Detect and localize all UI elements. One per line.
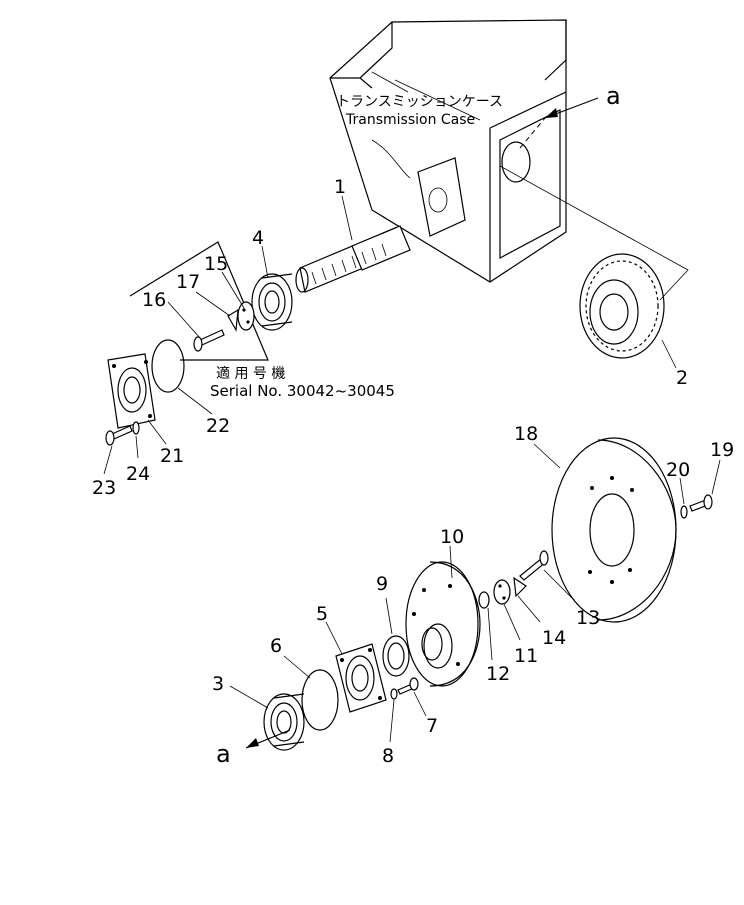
- bolt-23: [105, 425, 133, 446]
- part-number-13: 13: [576, 607, 600, 629]
- part-number-17: 17: [176, 271, 200, 293]
- part-number-9: 9: [376, 573, 388, 595]
- part-number-4: 4: [252, 227, 264, 249]
- view-marker-lower: a: [216, 740, 231, 768]
- arrow-head-upper: [545, 108, 558, 118]
- arrow-head-lower: [246, 738, 259, 748]
- transmission-case: [329, 19, 567, 283]
- part-number-3: 3: [212, 673, 224, 695]
- washer-20: [680, 505, 688, 519]
- part-number-18: 18: [514, 423, 538, 445]
- o-ring-12: [478, 591, 490, 609]
- case-leader-line: [371, 71, 409, 93]
- flange-disc: [551, 437, 677, 623]
- serial-label-en: Serial No. 30042~30045: [210, 382, 395, 400]
- case-label-jp: トランスミッションケース: [336, 94, 503, 110]
- part-number-15: 15: [204, 253, 228, 275]
- part-number-10: 10: [440, 526, 464, 548]
- part-number-5: 5: [316, 603, 328, 625]
- view-dash-upper: [519, 117, 546, 149]
- serial-bracket: [129, 241, 269, 361]
- part-number-11: 11: [514, 645, 538, 667]
- part-number-7: 7: [426, 715, 438, 737]
- bearing-upper: [251, 273, 293, 331]
- bolt-16: [193, 329, 225, 352]
- bearing-lower: [263, 693, 305, 751]
- part-number-14: 14: [542, 627, 566, 649]
- serial-label-jp: 適 用 号 機: [216, 365, 285, 382]
- input-shaft: [295, 225, 411, 293]
- part-number-21: 21: [160, 445, 184, 467]
- part-number-23: 23: [92, 477, 116, 499]
- bolt-19: [689, 494, 713, 512]
- retainer-plate: [237, 301, 255, 331]
- part-number-19: 19: [710, 439, 734, 461]
- part-number-1: 1: [334, 176, 346, 198]
- part-number-2: 2: [676, 367, 688, 389]
- lock-plate-14: [513, 576, 527, 598]
- part-number-8: 8: [382, 745, 394, 767]
- coupling-flange: [405, 561, 481, 687]
- o-ring-22: [151, 339, 185, 393]
- bearing-cage: [335, 643, 387, 713]
- bolt-13: [519, 550, 549, 581]
- part-number-16: 16: [142, 289, 166, 311]
- bearing-cover: [107, 353, 156, 429]
- retainer-11: [493, 579, 511, 605]
- part-number-24: 24: [126, 463, 150, 485]
- lock-plate: [227, 308, 239, 332]
- washer-8: [390, 688, 398, 700]
- view-marker-upper: a: [606, 82, 621, 110]
- part-number-6: 6: [270, 635, 282, 657]
- washer-24: [132, 421, 140, 435]
- part-number-22: 22: [206, 415, 230, 437]
- bolt-7: [397, 677, 419, 695]
- output-gear: [579, 253, 665, 359]
- oil-seal: [382, 635, 410, 677]
- part-number-12: 12: [486, 663, 510, 685]
- part-number-20: 20: [666, 459, 690, 481]
- o-ring-6: [301, 669, 339, 731]
- case-label-en: Transmission Case: [345, 112, 475, 128]
